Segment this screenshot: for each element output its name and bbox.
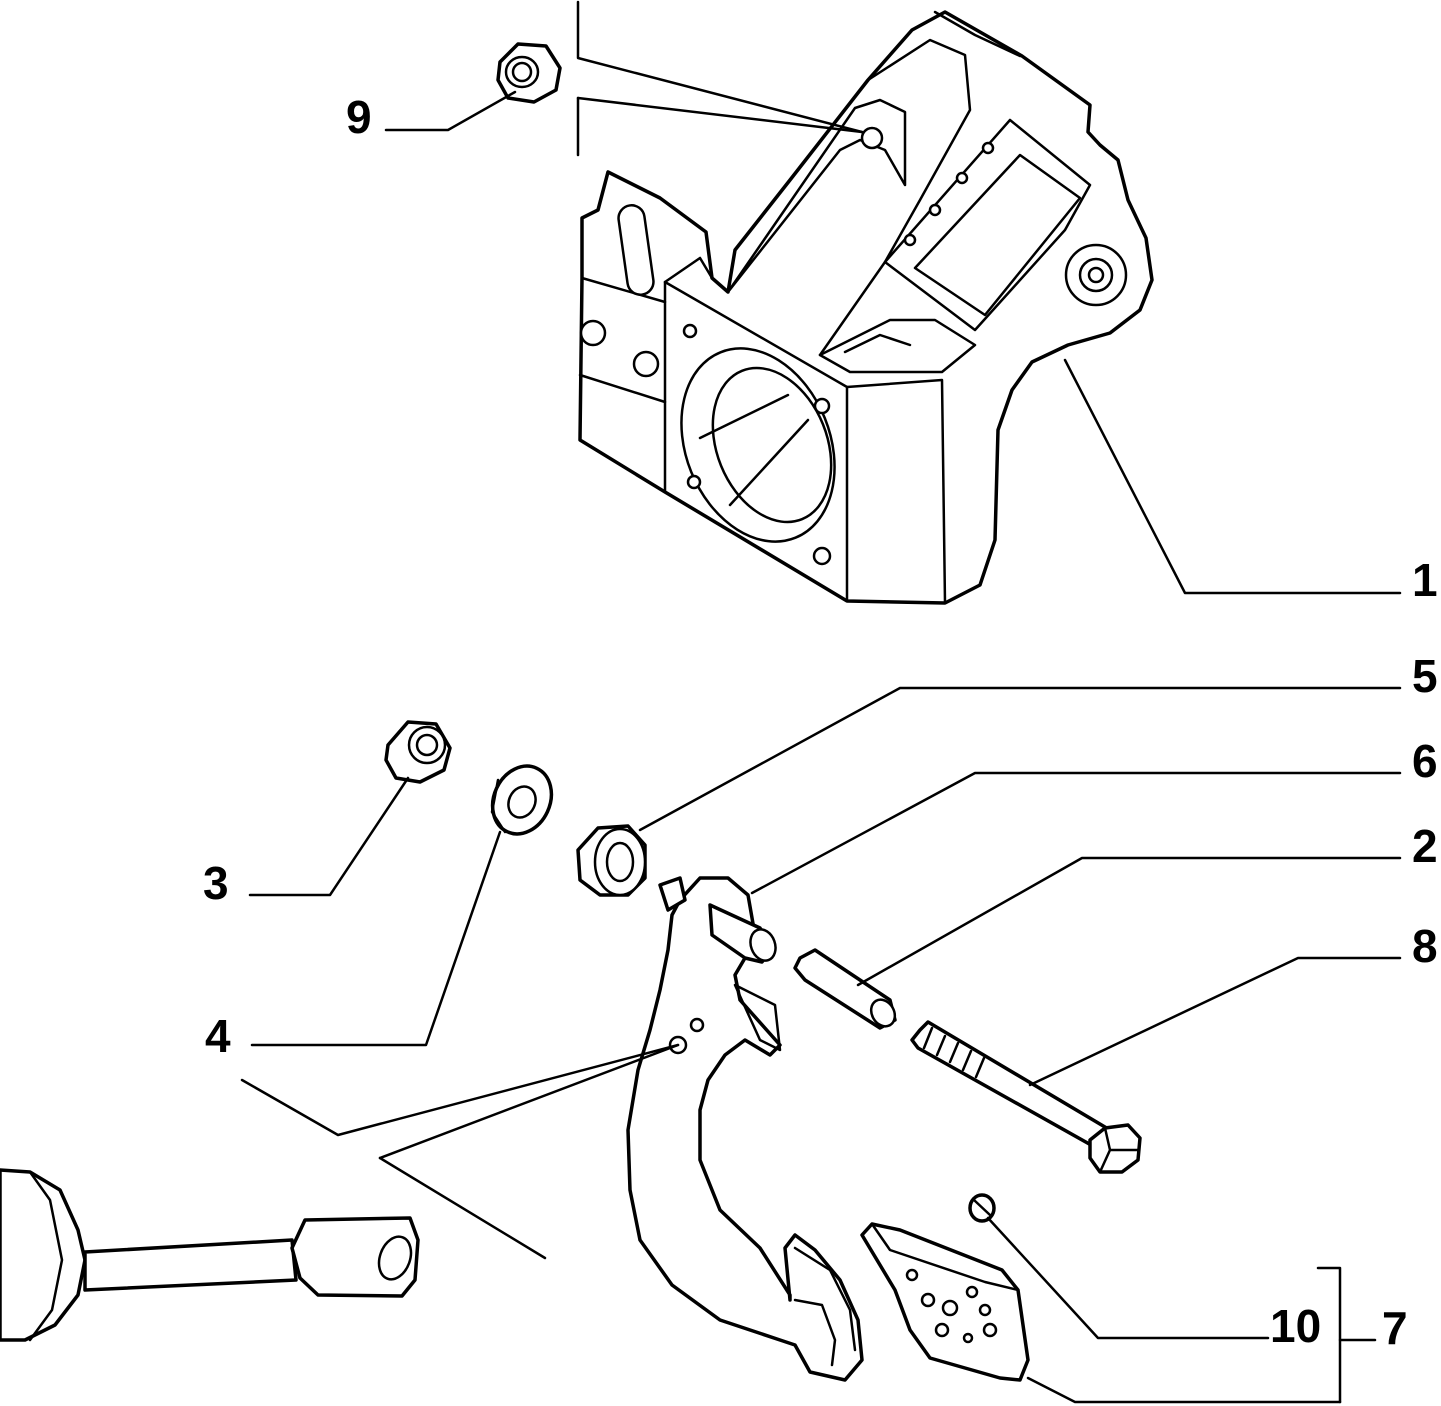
callout-3: 3 xyxy=(203,857,229,909)
callout-9: 9 xyxy=(346,91,372,143)
bolt-8 xyxy=(910,1020,1142,1174)
callout-4: 4 xyxy=(205,1010,231,1062)
callout-8: 8 xyxy=(1412,920,1438,972)
screw-10 xyxy=(968,1193,996,1223)
leader-lines xyxy=(240,0,1402,1404)
pushrod-assembly xyxy=(0,1168,420,1342)
callout-5: 5 xyxy=(1412,650,1438,702)
washer-4 xyxy=(490,764,554,836)
pedal-arm xyxy=(626,876,864,1382)
callout-6: 6 xyxy=(1412,735,1438,787)
pedal-bracket xyxy=(578,10,1154,605)
callout-10: 10 xyxy=(1270,1300,1321,1352)
sleeve-2 xyxy=(793,948,897,1030)
bushing-5 xyxy=(576,824,647,897)
callout-labels: 9 1 5 6 2 8 3 4 10 7 xyxy=(203,91,1438,1354)
pedal-pad xyxy=(860,1222,1030,1382)
callout-1: 1 xyxy=(1412,554,1438,606)
callout-2: 2 xyxy=(1412,820,1438,872)
nut-3 xyxy=(384,720,452,784)
callout-7: 7 xyxy=(1382,1302,1408,1354)
nut-9 xyxy=(496,42,562,104)
